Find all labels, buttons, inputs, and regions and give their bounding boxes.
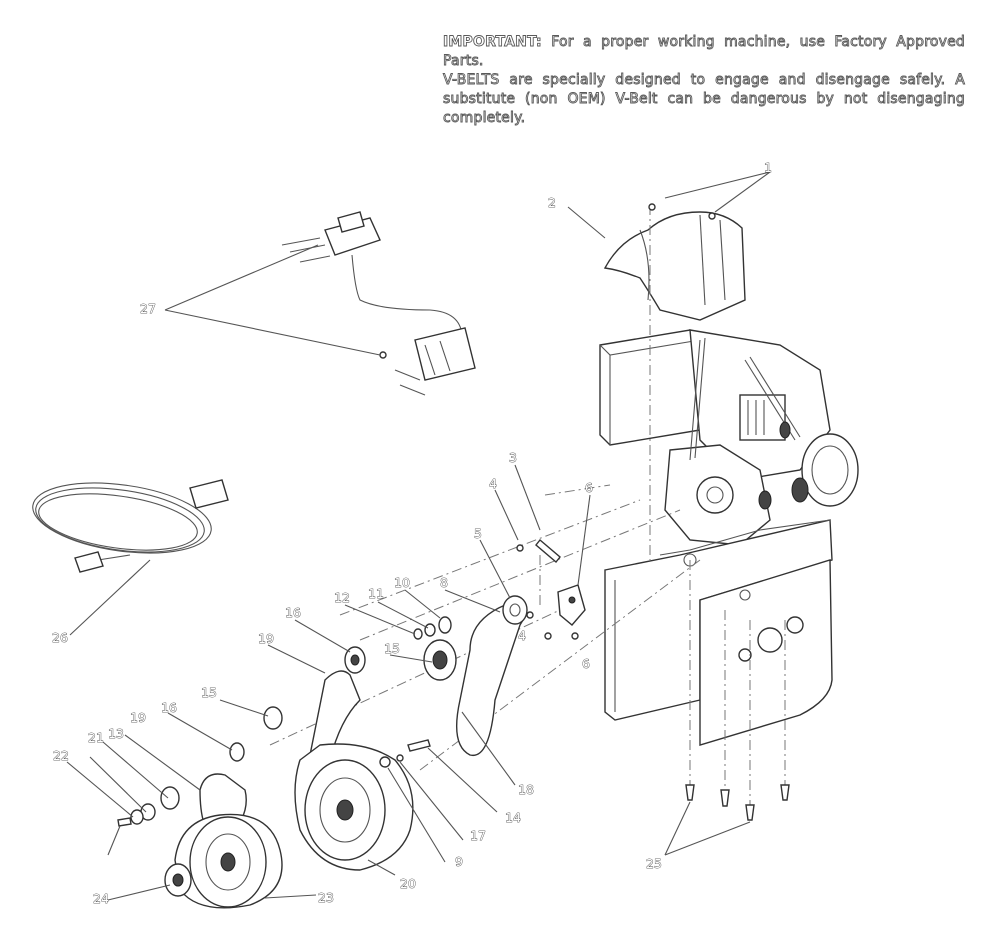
engine-assembly bbox=[599, 211, 859, 546]
notice-line-2: V-BELTS are specially designed to engage… bbox=[443, 72, 966, 127]
callout-labels: 1 2 3 4 4 5 6 6 8 9 10 11 12 13 14 15 15… bbox=[52, 160, 773, 907]
callout-19a: 19 bbox=[258, 631, 274, 646]
callout-24: 24 bbox=[93, 891, 109, 906]
callout-23: 23 bbox=[318, 890, 334, 905]
callout-6a: 6 bbox=[585, 480, 593, 495]
callout-10: 10 bbox=[394, 575, 410, 590]
callout-16b: 16 bbox=[161, 700, 177, 715]
callout-9: 9 bbox=[455, 854, 463, 869]
callout-15b: 15 bbox=[201, 685, 217, 700]
switch-and-wiring bbox=[281, 211, 476, 396]
callout-20: 20 bbox=[400, 876, 416, 891]
callout-3: 3 bbox=[509, 450, 517, 465]
callout-4b: 4 bbox=[518, 628, 526, 643]
frame-screws bbox=[648, 203, 790, 821]
callout-2: 2 bbox=[548, 195, 556, 210]
callout-11: 11 bbox=[368, 586, 384, 601]
callout-22: 22 bbox=[53, 748, 69, 763]
callout-8: 8 bbox=[440, 575, 448, 590]
callout-25: 25 bbox=[646, 856, 662, 871]
callout-13: 13 bbox=[108, 726, 124, 741]
frame-plate bbox=[604, 519, 833, 746]
notice-line-1: For a proper working machine, use Factor… bbox=[443, 34, 966, 70]
extension-cord bbox=[32, 479, 229, 573]
callout-17: 17 bbox=[470, 828, 486, 843]
callout-16a: 16 bbox=[285, 605, 301, 620]
callout-18: 18 bbox=[518, 782, 534, 797]
callout-14: 14 bbox=[505, 810, 521, 825]
callout-6b: 6 bbox=[582, 656, 590, 671]
important-notice: IMPORTANT: For a proper working machine,… bbox=[443, 33, 966, 128]
callout-27: 27 bbox=[140, 301, 156, 316]
callout-26: 26 bbox=[52, 630, 68, 645]
callout-19b: 19 bbox=[130, 710, 146, 725]
leader-lines bbox=[66, 171, 771, 901]
callout-15a: 15 bbox=[384, 641, 400, 656]
important-label: IMPORTANT: bbox=[443, 34, 543, 51]
callout-5: 5 bbox=[474, 526, 482, 541]
callout-1: 1 bbox=[764, 160, 772, 175]
callout-21: 21 bbox=[88, 730, 104, 745]
drive-components bbox=[117, 538, 586, 909]
callout-12: 12 bbox=[334, 590, 350, 605]
callout-4a: 4 bbox=[489, 476, 497, 491]
